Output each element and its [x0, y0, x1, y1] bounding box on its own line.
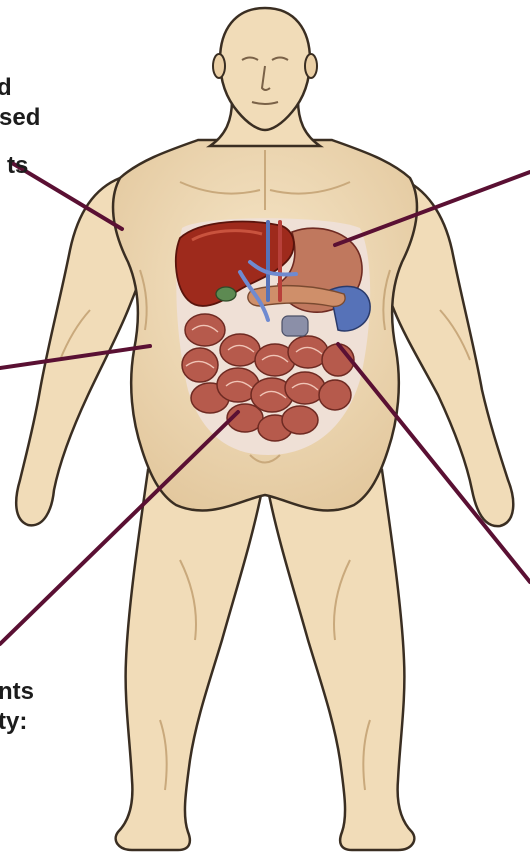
right-leg: [268, 470, 414, 850]
gallbladder: [216, 287, 236, 301]
label-top-left: d sed ts: [0, 73, 40, 181]
label-top-left-line-2: sed: [0, 103, 40, 133]
left-leg: [116, 470, 262, 850]
left-ear: [213, 54, 225, 78]
label-bottom-left: nts ty:: [0, 677, 34, 737]
duodenum: [282, 316, 308, 336]
label-top-left-line-3: ts: [7, 151, 40, 181]
label-bottom-left-line-1: nts: [0, 677, 34, 707]
label-top-left-line-1: d: [0, 73, 40, 103]
label-bottom-left-line-2: ty:: [0, 707, 34, 737]
right-ear: [305, 54, 317, 78]
